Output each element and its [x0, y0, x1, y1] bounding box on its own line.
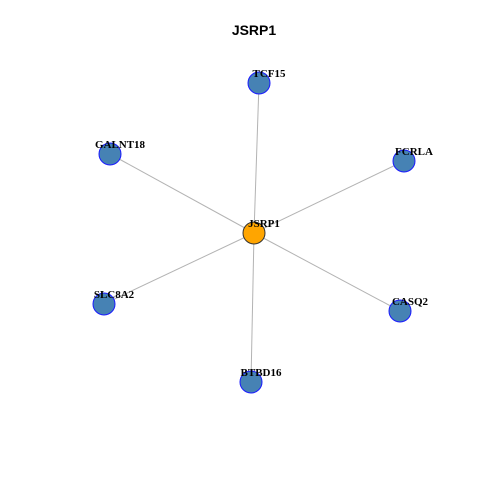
- edge-jsrp1-galnt18: [109, 153, 255, 234]
- edge-jsrp1-tcf15: [253, 82, 260, 234]
- edge-jsrp1-fcrla: [253, 160, 405, 234]
- node-tcf15[interactable]: [247, 71, 271, 95]
- diagram-title: JSRP1: [232, 22, 277, 38]
- node-label-fcrla: FCRLA: [395, 146, 433, 158]
- node-fcrla[interactable]: [392, 149, 416, 173]
- node-label-jsrp1-center: JSRP1: [248, 218, 280, 230]
- edge-jsrp1-slc8a2: [103, 232, 255, 305]
- node-slc8a2[interactable]: [92, 292, 116, 316]
- edge-layer: [103, 82, 405, 383]
- node-label-galnt18: GALNT18: [95, 139, 146, 151]
- node-galnt18[interactable]: [98, 142, 122, 166]
- node-label-btbd16: BTBD16: [241, 367, 282, 379]
- node-btbd16[interactable]: [239, 370, 263, 394]
- node-label-tcf15: TCF15: [253, 68, 287, 80]
- node-jsrp1-center[interactable]: [242, 221, 266, 245]
- node-label-slc8a2: SLC8A2: [94, 289, 135, 301]
- edge-jsrp1-casq2: [253, 232, 401, 312]
- node-label-casq2: CASQ2: [392, 296, 429, 308]
- node-layer: [92, 71, 416, 394]
- node-casq2[interactable]: [388, 299, 412, 323]
- edge-jsrp1-btbd16: [250, 232, 255, 383]
